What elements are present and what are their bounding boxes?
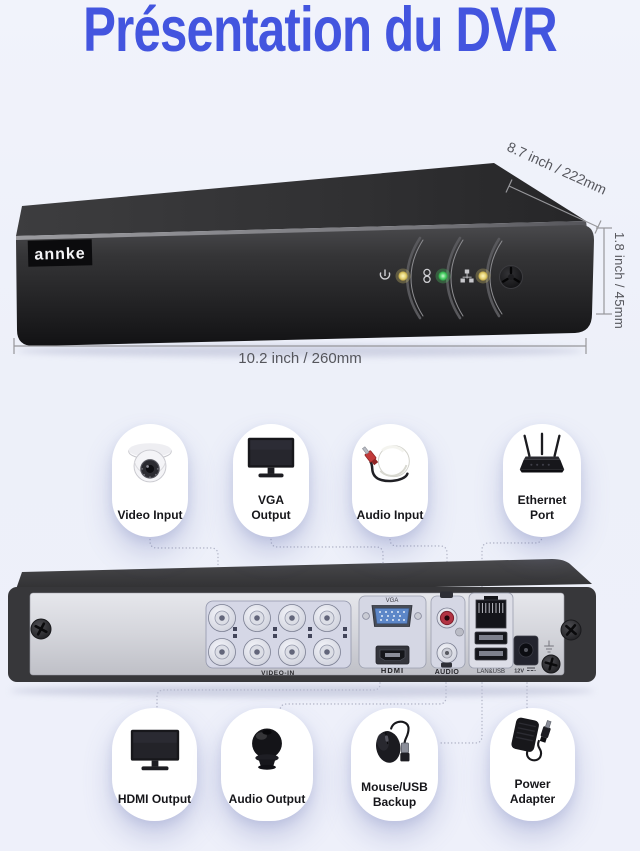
dome-camera-icon bbox=[112, 424, 188, 508]
dimension-lines bbox=[13, 179, 612, 354]
callout-card-audio-output: Audio Output bbox=[221, 708, 313, 821]
lan-usb-label: LAN&USB bbox=[477, 669, 505, 675]
power-jack: 12V bbox=[513, 635, 539, 675]
ground-symbol-icon bbox=[544, 640, 554, 653]
panel-screw-left bbox=[30, 618, 52, 640]
hdmi-port bbox=[375, 645, 410, 665]
power-adapter-icon bbox=[490, 708, 575, 777]
front-top-face bbox=[16, 163, 586, 236]
dvr-front-view: annke bbox=[13, 163, 612, 357]
network-led bbox=[478, 271, 488, 281]
usb-port-2 bbox=[474, 647, 508, 661]
dc-symbol-icon bbox=[527, 667, 536, 671]
dim-width-label: 10.2 inch / 260mm bbox=[238, 350, 362, 367]
callout-label: Mouse/USB Backup bbox=[361, 779, 428, 810]
callout-card-audio-input: Audio Input bbox=[352, 424, 428, 537]
vga-label: VGA bbox=[386, 598, 399, 604]
audio-out-icon bbox=[441, 662, 452, 668]
hdmi-monitor-icon bbox=[112, 708, 197, 792]
audio-in-icon bbox=[440, 591, 453, 598]
brand-logo: annke bbox=[27, 239, 93, 267]
usb-port-1 bbox=[474, 631, 508, 645]
rear-shadow bbox=[10, 684, 594, 698]
hdd-icon bbox=[423, 268, 431, 284]
callout-line-ethernet bbox=[481, 535, 543, 598]
audio-ports: AUDIO bbox=[430, 591, 466, 676]
callout-card-mouse-usb-backup: Mouse/USB Backup bbox=[351, 708, 438, 821]
audio-label: AUDIO bbox=[435, 669, 460, 676]
callout-line-audio-input bbox=[389, 535, 448, 598]
svg-text:annke: annke bbox=[34, 245, 86, 263]
panel-screw-right-bottom bbox=[541, 654, 561, 674]
ir-knob bbox=[499, 265, 523, 289]
bnc-video-in-ports: VIDEO-IN bbox=[205, 600, 352, 677]
front-face bbox=[16, 224, 594, 347]
bnc-connector bbox=[208, 604, 236, 632]
callout-line-video-input bbox=[149, 535, 219, 602]
wifi-router-icon bbox=[503, 424, 581, 493]
callout-label: Audio Output bbox=[228, 792, 306, 807]
rear-top-face bbox=[14, 559, 592, 595]
hdmi-label: HDMI bbox=[381, 666, 404, 675]
callout-card-video-input: Video Input bbox=[112, 424, 188, 537]
callout-card-hdmi-output: HDMI Output bbox=[112, 708, 197, 821]
audio-dome-rca-icon bbox=[352, 424, 428, 508]
audio-in-rca bbox=[436, 607, 458, 629]
power-icon bbox=[379, 269, 391, 280]
vga-port bbox=[362, 605, 422, 627]
callout-card-ethernet-port: Ethernet Port bbox=[503, 424, 581, 537]
video-in-label: VIDEO-IN bbox=[261, 670, 295, 677]
speaker-icon bbox=[221, 708, 313, 792]
audio-nub bbox=[455, 627, 464, 637]
callout-label: Video Input bbox=[117, 508, 183, 523]
callout-card-vga-output: VGA Output bbox=[233, 424, 309, 537]
audio-out-port bbox=[436, 642, 458, 664]
page-title: Présentation du DVR bbox=[83, 0, 558, 65]
callout-line-vga-output bbox=[270, 535, 384, 601]
ethernet-rj45-port bbox=[475, 596, 507, 629]
vga-monitor-icon bbox=[233, 424, 309, 493]
callout-label: VGA Output bbox=[251, 492, 291, 523]
callout-line-mouse-usb bbox=[440, 682, 483, 744]
hdd-led bbox=[438, 271, 448, 281]
lan-usb-ports: LAN&USB bbox=[468, 592, 514, 675]
callout-label: Audio Input bbox=[356, 508, 424, 523]
callout-label: Ethernet Port bbox=[517, 492, 567, 523]
dim-height-label: 1.8 inch / 45mm bbox=[612, 232, 627, 329]
power-led bbox=[398, 271, 408, 281]
front-shadow bbox=[17, 345, 583, 357]
network-icon bbox=[460, 269, 474, 283]
callout-card-power-adapter: Power Adapter bbox=[490, 708, 575, 821]
callout-label: Power Adapter bbox=[509, 776, 556, 807]
usb-mouse-icon bbox=[351, 708, 438, 780]
vga-hdmi-block: VGA HDMI bbox=[358, 595, 427, 675]
callout-label: HDMI Output bbox=[117, 792, 192, 807]
bnc-channel-chips bbox=[233, 627, 347, 638]
power-voltage-label: 12V bbox=[514, 669, 524, 675]
dvr-rear-view: VIDEO-IN VGA HDMI bbox=[8, 559, 596, 698]
panel-screw-right-top bbox=[560, 619, 582, 641]
